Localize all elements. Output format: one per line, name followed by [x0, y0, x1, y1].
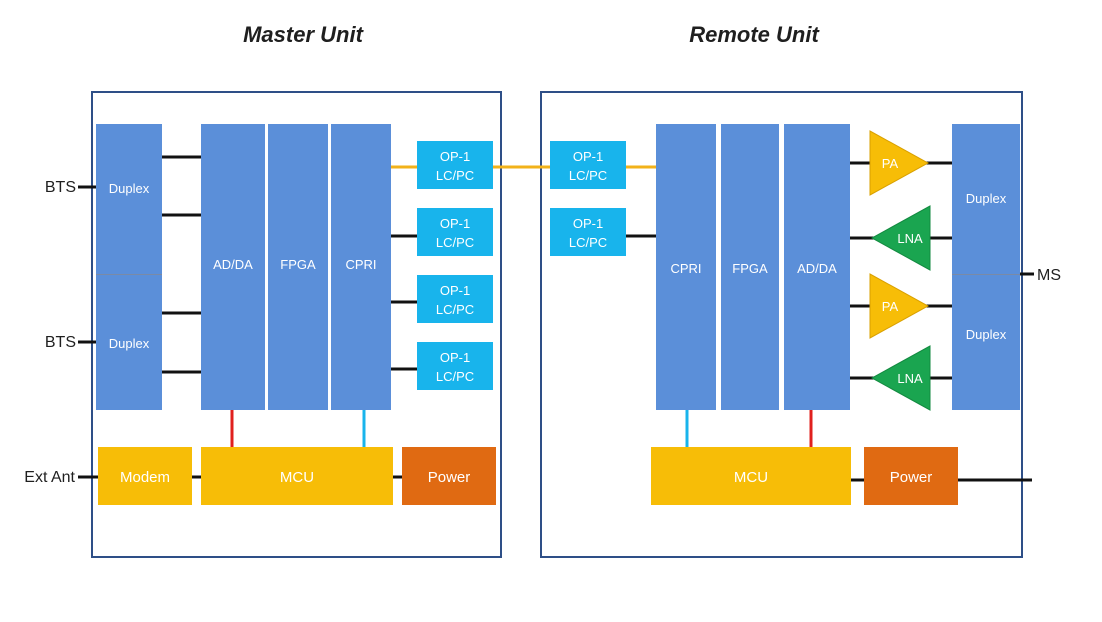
- lna-2-label: LNA: [897, 371, 923, 386]
- pa-amplifier-2: [869, 273, 930, 339]
- remote-power-block: [864, 447, 958, 505]
- master-optical-module-2: [417, 208, 493, 256]
- remote-fpga-block: [721, 124, 779, 410]
- bts-bottom-label: BTS: [45, 334, 76, 351]
- remote-unit-frame: [540, 91, 1023, 558]
- remote-optical-2-line1: OP-1: [573, 216, 603, 231]
- master-optical-2-line1: OP-1: [440, 216, 470, 231]
- master-duplex-top: [96, 124, 162, 274]
- remote-power-label: Power: [890, 469, 933, 486]
- remote-duplex-bottom: [952, 275, 1020, 410]
- remote-mcu-label: MCU: [734, 469, 768, 486]
- master-modem-label: Modem: [120, 469, 170, 486]
- master-optical-3-line2: LC/PC: [436, 302, 474, 317]
- master-modem-block: [98, 447, 192, 505]
- remote-optical-2-line2: LC/PC: [569, 235, 607, 250]
- master-adda-label: AD/DA: [213, 257, 253, 272]
- remote-optical-1-line2: LC/PC: [569, 168, 607, 183]
- master-unit-frame: [91, 91, 502, 558]
- lna-amplifier-2: [870, 345, 931, 411]
- remote-optical-module-2: [550, 208, 626, 256]
- remote-unit-title: Remote Unit: [689, 22, 820, 47]
- remote-duplex-top: [952, 124, 1020, 274]
- master-unit-title: Master Unit: [243, 22, 364, 47]
- master-optical-module-1: [417, 141, 493, 189]
- master-duplex-bottom-label: Duplex: [109, 336, 150, 351]
- master-optical-1-line1: OP-1: [440, 149, 470, 164]
- remote-duplex-top-label: Duplex: [966, 191, 1007, 206]
- pa-2-label: PA: [882, 299, 899, 314]
- master-adda-block: [201, 124, 265, 410]
- remote-optical-1-line1: OP-1: [573, 149, 603, 164]
- lna-1-label: LNA: [897, 231, 923, 246]
- master-optical-3-line1: OP-1: [440, 283, 470, 298]
- remote-optical-module-1: [550, 141, 626, 189]
- remote-duplex-bottom-label: Duplex: [966, 327, 1007, 342]
- bts-top-label: BTS: [45, 179, 76, 196]
- master-optical-4-line1: OP-1: [440, 350, 470, 365]
- master-fpga-label: FPGA: [280, 257, 316, 272]
- remote-fpga-label: FPGA: [732, 261, 768, 276]
- remote-adda-label: AD/DA: [797, 261, 837, 276]
- master-optical-2-line2: LC/PC: [436, 235, 474, 250]
- remote-mcu-block: [651, 447, 851, 505]
- remote-adda-block: [784, 124, 850, 410]
- master-cpri-label: CPRI: [345, 257, 376, 272]
- master-optical-module-4: [417, 342, 493, 390]
- master-power-label: Power: [428, 469, 471, 486]
- ext-ant-label: Ext Ant: [24, 469, 75, 486]
- master-cpri-block: [331, 124, 391, 410]
- remote-cpri-block: [656, 124, 716, 410]
- pa-amplifier-1: [869, 130, 930, 196]
- master-mcu-block: [201, 447, 393, 505]
- remote-cpri-label: CPRI: [670, 261, 701, 276]
- master-duplex-bottom: [96, 275, 162, 410]
- ms-label: MS: [1037, 267, 1061, 284]
- master-optical-1-line2: LC/PC: [436, 168, 474, 183]
- master-optical-4-line2: LC/PC: [436, 369, 474, 384]
- pa-1-label: PA: [882, 156, 899, 171]
- master-mcu-label: MCU: [280, 469, 314, 486]
- master-fpga-block: [268, 124, 328, 410]
- master-duplex-top-label: Duplex: [109, 181, 150, 196]
- master-optical-module-3: [417, 275, 493, 323]
- master-power-block: [402, 447, 496, 505]
- lna-amplifier-1: [870, 205, 931, 271]
